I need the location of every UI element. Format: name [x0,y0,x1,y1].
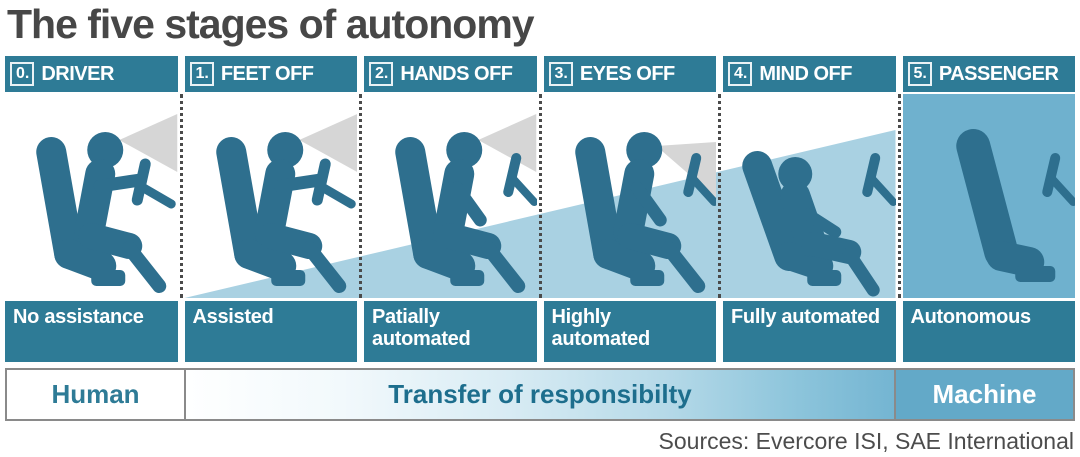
stage-caption-cell-5: Autonomous [902,301,1075,363]
stage-caption-row: No assistance Assisted Patially automate… [0,301,1080,363]
stage-number-badge: 0. [10,62,35,86]
stage-figure-cell-3 [544,94,721,299]
column-separator [179,94,183,299]
source-attribution: Sources: Evercore ISI, SAE International [658,428,1074,455]
stage-header-1: 1. FEET OFF [184,56,357,93]
transfer-of-responsibility-segment: Transfer of responsibilty [184,370,896,420]
stage-caption-cell-0: No assistance [5,301,178,363]
stage-header-4: 4. MIND OFF [723,56,896,93]
stage-header-2: 2. HANDS OFF [364,56,537,93]
stage-caption-cell-2: Patially automated [364,301,537,363]
stage-number-badge: 1. [189,62,214,86]
driver-figure-icon-stage-3 [574,132,716,294]
page-title: The five stages of autonomy [7,1,535,47]
human-segment: Human [7,370,184,420]
column-separator [897,94,901,299]
stage-header-label: FEET OFF [220,62,314,85]
stage-caption: Highly automated [551,306,651,351]
driver-figure-icon-stage-0 [36,114,178,294]
stage-header-3: 3. EYES OFF [543,56,716,93]
stage-number-badge: 2. [369,62,394,86]
stage-figure-cell-4 [723,94,901,299]
machine-segment: Machine [896,370,1073,420]
responsibility-bar: Human Transfer of responsibilty Machine [5,368,1075,422]
figure-row [0,94,1080,299]
stage-figure-cell-1 [185,94,362,299]
stage-header-0: 0. DRIVER [5,56,178,93]
stage-caption: Fully automated [731,306,880,329]
stage-figure-cell-5 [902,94,1075,299]
stage-header-label: EYES OFF [579,62,675,85]
stage-caption: Autonomous [910,306,1032,329]
stage-number-badge: 3. [548,62,573,86]
stage-figure-cell-2 [364,94,542,299]
driver-figure-icon-stage-4 [742,151,896,297]
driver-figure-icon-stage-2 [395,114,537,294]
stage-header-label: HANDS OFF [400,62,513,85]
column-separator [538,94,542,299]
driver-figure-icon-stage-1 [215,114,357,294]
stage-caption-cell-4: Fully automated [723,301,896,363]
stage-caption: Patially automated [372,306,471,351]
driver-figure-icon-stage-5 [955,129,1075,283]
column-separator [718,94,721,299]
stage-header-row: 0. DRIVER 1. FEET OFF 2. HANDS OFF 3. EY… [0,56,1080,93]
stage-caption: No assistance [13,306,144,329]
stage-header-label: MIND OFF [759,62,852,85]
stage-caption-cell-3: Highly automated [543,301,716,363]
stage-header-label: PASSENGER [938,62,1059,85]
illustration-band [0,94,1080,299]
stage-caption: Assisted [192,306,274,329]
stage-header-5: 5. PASSENGER [902,56,1075,93]
stage-figure-cell-0 [5,94,183,299]
column-separator [359,94,362,299]
stage-number-badge: 5. [907,62,932,86]
stage-header-label: DRIVER [41,62,114,85]
stage-number-badge: 4. [728,62,753,86]
stage-caption-cell-1: Assisted [184,301,357,363]
